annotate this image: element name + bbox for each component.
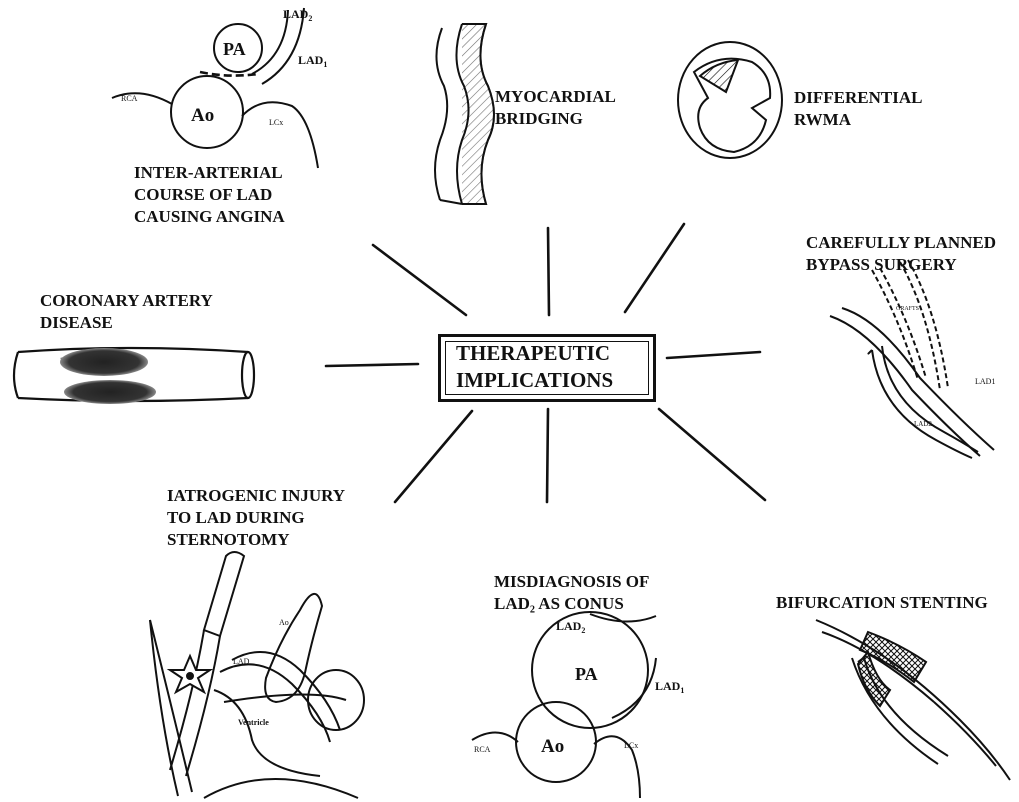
mis-ao-label: Ao xyxy=(541,736,564,757)
misdiagnosis-illustration xyxy=(472,612,660,798)
myocardial-line-1: MYOCARDIAL xyxy=(495,86,616,108)
bypass-lad1-label: LAD1 xyxy=(975,377,995,386)
cad-illustration xyxy=(14,348,254,404)
myocardial-line-2: BRIDGING xyxy=(495,108,616,130)
spoke-nw xyxy=(373,245,466,315)
rwma-line-1: DIFFERENTIAL xyxy=(794,87,922,109)
iatro-ao-label: Ao xyxy=(279,618,289,627)
interarterial-label: INTER-ARTERIAL COURSE OF LAD CAUSING ANG… xyxy=(134,162,285,228)
center-line-2: IMPLICATIONS xyxy=(456,367,613,394)
bypass-line-1: CAREFULLY PLANNED xyxy=(806,232,996,254)
iatrogenic-line-1: IATROGENIC INJURY xyxy=(167,485,345,507)
bypass-illustration xyxy=(830,260,994,458)
mis-lad2-label: LAD2 xyxy=(556,619,585,635)
bifurcation-illustration xyxy=(816,620,1010,780)
spoke-se xyxy=(659,409,765,500)
cad-line-2: DISEASE xyxy=(40,312,213,334)
rca-label-1: RCA xyxy=(121,94,138,103)
rwma-line-2: RWMA xyxy=(794,109,922,131)
interarterial-line-3: CAUSING ANGINA xyxy=(134,206,285,228)
rwma-label: DIFFERENTIAL RWMA xyxy=(794,87,922,131)
bypass-lad2-label: LAD2 xyxy=(914,420,932,428)
center-line-1: THERAPEUTIC xyxy=(456,340,613,367)
lcx-label-1: LCx xyxy=(269,118,283,127)
mis-rca-label: RCA xyxy=(474,745,491,754)
ventricle-label: Ventricle xyxy=(238,718,269,727)
iatro-lad-label: LAD xyxy=(233,657,250,666)
iatrogenic-label: IATROGENIC INJURY TO LAD DURING STERNOTO… xyxy=(167,485,345,551)
misdiagnosis-line-2: LAD₂ AS CONUS xyxy=(494,593,649,615)
myocardial-illustration xyxy=(435,24,494,204)
pa-label-1: PA xyxy=(223,39,246,59)
myocardial-label: MYOCARDIAL BRIDGING xyxy=(495,86,616,130)
mis-pa-label: PA xyxy=(575,664,598,684)
ao-label-1: Ao xyxy=(191,105,214,126)
cad-line-1: CORONARY ARTERY xyxy=(40,290,213,312)
iatrogenic-line-3: STERNOTOMY xyxy=(167,529,345,551)
mis-lad1-label: LAD1 xyxy=(655,679,684,695)
interarterial-illustration xyxy=(112,8,318,168)
iatrogenic-line-2: TO LAD DURING xyxy=(167,507,345,529)
bypass-line-2: BYPASS SURGERY xyxy=(806,254,996,276)
misdiagnosis-line-1: MISDIAGNOSIS OF xyxy=(494,571,649,593)
lad1-label-1: LAD1 xyxy=(298,53,327,69)
bypass-label: CAREFULLY PLANNED BYPASS SURGERY xyxy=(806,232,996,276)
lad2-label-1: LAD2 xyxy=(283,7,312,23)
iatrogenic-illustration xyxy=(150,552,364,798)
spoke-ne xyxy=(625,224,684,312)
mis-lcx-label: LCx xyxy=(624,741,638,750)
interarterial-line-1: INTER-ARTERIAL xyxy=(134,162,285,184)
cad-label: CORONARY ARTERY DISEASE xyxy=(40,290,213,334)
center-title: THERAPEUTIC IMPLICATIONS xyxy=(456,340,613,394)
misdiagnosis-label: MISDIAGNOSIS OF LAD₂ AS CONUS xyxy=(494,571,649,615)
spoke-e xyxy=(667,352,760,358)
spoke-w xyxy=(326,364,418,366)
interarterial-line-2: COURSE OF LAD xyxy=(134,184,285,206)
spoke-s xyxy=(547,409,548,502)
bifurcation-label: BIFURCATION STENTING xyxy=(776,592,988,614)
spoke-sw xyxy=(395,411,472,502)
graft-label: GRAFTS xyxy=(896,306,919,312)
rwma-illustration xyxy=(678,42,782,158)
bifurcation-line-1: BIFURCATION STENTING xyxy=(776,592,988,614)
spoke-n xyxy=(548,228,549,315)
